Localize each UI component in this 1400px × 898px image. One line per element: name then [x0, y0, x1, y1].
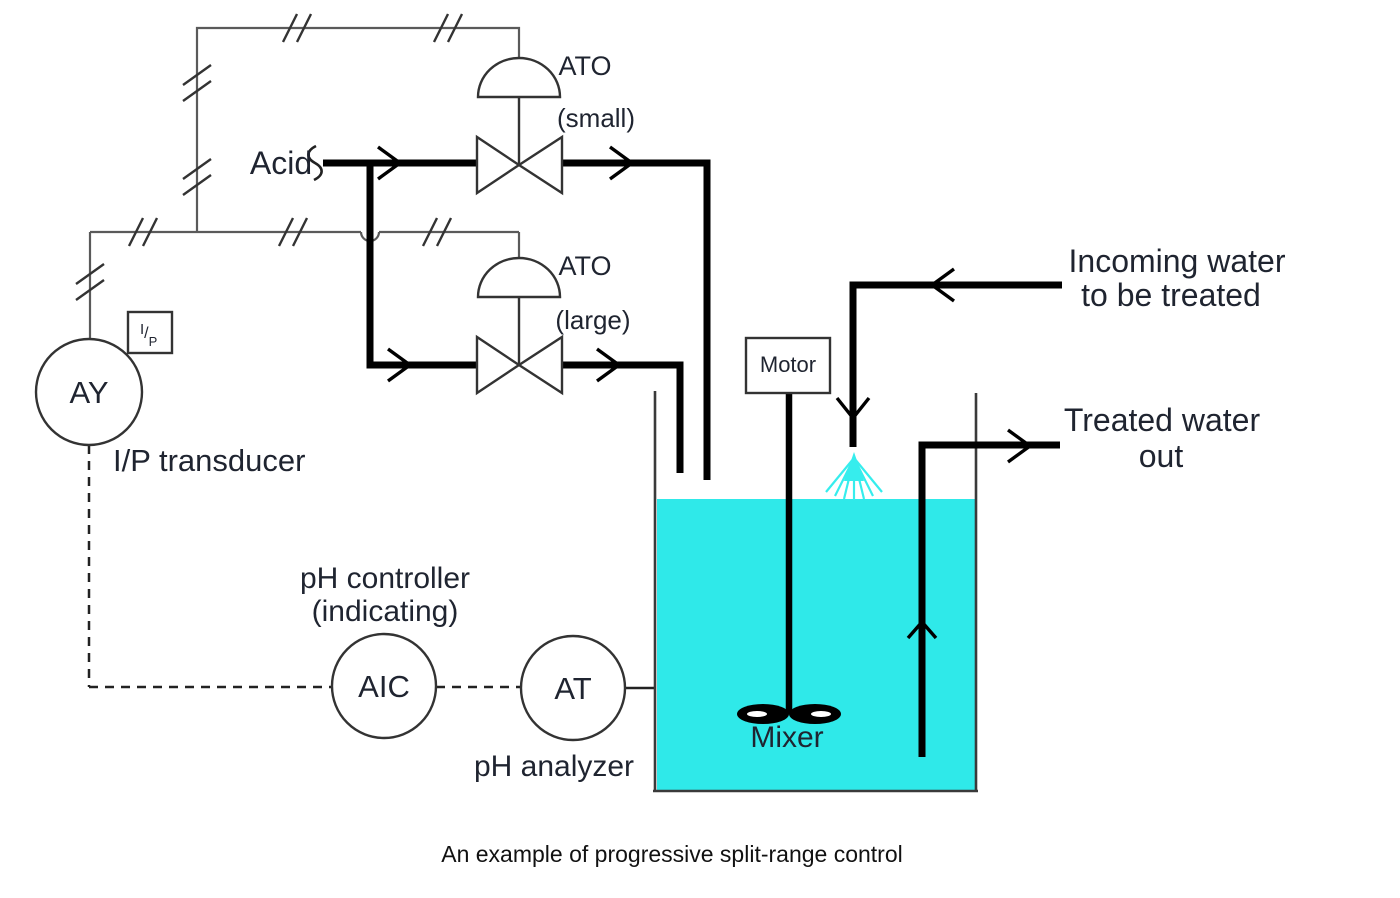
flow-arrow-up: [906, 619, 938, 640]
incoming-water-pipe: [849, 281, 1062, 447]
instruments: [34, 310, 627, 742]
treated-water-label-line1: Treated water: [1064, 402, 1261, 438]
motor-box: [744, 336, 832, 395]
ay-transducer-bubble: [34, 337, 144, 447]
ip-box-label: I/P: [140, 321, 157, 349]
flow-arrow-left: [929, 267, 955, 303]
large-control-valve: [475, 256, 564, 396]
small-control-valve: [475, 56, 564, 196]
figure-caption: An example of progressive split-range co…: [441, 841, 903, 867]
aic-controller-bubble: [330, 632, 438, 740]
flow-arrow-right: [609, 145, 635, 181]
hash-mark: [277, 217, 309, 247]
water-spray-icon: [825, 452, 883, 500]
process-pipes: [323, 145, 1062, 757]
hash-mark: [281, 13, 313, 43]
flow-arrow-right: [596, 347, 622, 383]
labels: Acid ATO (small) ATO (large) I/P AY I/P …: [69, 51, 1285, 867]
valve-body-right: [516, 334, 564, 396]
electric-signal-lines: [87, 445, 656, 690]
hash-mark: [182, 158, 212, 196]
acid-branch-pipe: [366, 163, 477, 369]
large-valve-outlet-pipe: [562, 361, 684, 473]
large-size-label: (large): [555, 305, 630, 335]
ato-small-label: ATO: [558, 51, 611, 81]
at-analyzer-bubble: [519, 634, 627, 742]
aic-bubble-label: AIC: [358, 669, 410, 704]
ph-controller-label-line2: (indicating): [312, 595, 459, 628]
mixer-label: Mixer: [750, 721, 823, 754]
mixer-assembly: [737, 336, 841, 724]
acid-label: Acid: [250, 145, 312, 181]
valve-body-right: [516, 134, 564, 196]
treated-water-pipe: [918, 441, 1060, 757]
hash-mark: [182, 64, 212, 102]
flow-arrow-right: [1007, 428, 1033, 464]
actuator-dome-icon: [476, 56, 562, 99]
pneumatic-line-to-small-valve: [195, 26, 521, 232]
valve-body-left: [475, 134, 522, 196]
ato-large-label: ATO: [558, 251, 611, 281]
hash-mark: [75, 263, 105, 301]
ph-analyzer-label: pH analyzer: [474, 750, 634, 783]
treated-water-label-line2: out: [1139, 438, 1184, 474]
incoming-water-label-line2: to be treated: [1081, 277, 1261, 313]
flow-arrow-right: [377, 145, 403, 181]
ay-bubble-label: AY: [69, 375, 108, 410]
small-size-label: (small): [557, 103, 635, 133]
ph-controller-label-line1: pH controller: [300, 562, 470, 595]
hash-mark: [421, 217, 453, 247]
ip-transducer-label: I/P transducer: [113, 443, 305, 478]
actuator-dome-icon: [476, 256, 562, 299]
hash-mark: [127, 217, 159, 247]
flow-arrow-right: [387, 347, 413, 383]
motor-label: Motor: [760, 352, 816, 377]
small-valve-outlet-pipe: [562, 159, 711, 480]
hash-mark: [432, 13, 464, 43]
pneumatic-signal-lines: [75, 13, 521, 339]
incoming-water-label-line1: Incoming water: [1069, 243, 1286, 279]
valve-body-left: [475, 334, 522, 396]
at-bubble-label: AT: [554, 671, 591, 706]
flow-arrow-down: [835, 396, 871, 421]
ip-converter-box: [126, 310, 174, 355]
pipe-break-squiggle-icon: [307, 144, 323, 182]
mixer-impeller-icon: [737, 704, 841, 724]
